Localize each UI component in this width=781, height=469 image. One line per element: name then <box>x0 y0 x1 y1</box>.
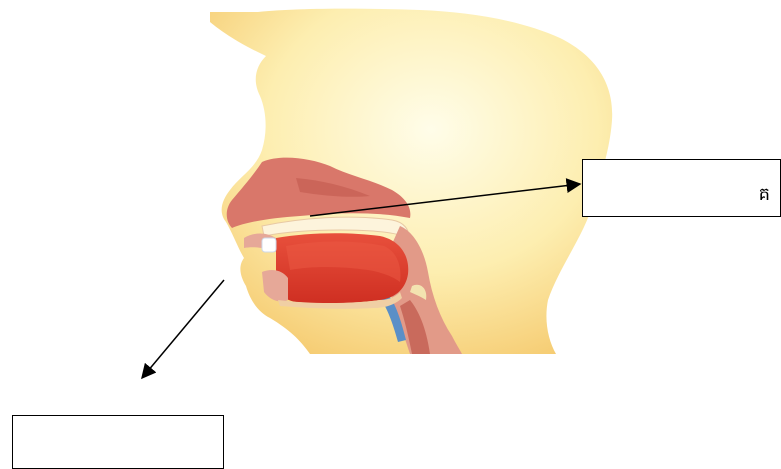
label-box-left[interactable] <box>12 415 224 469</box>
label-box-right[interactable]: គ <box>582 159 781 217</box>
label-box-right-text: គ <box>759 182 770 209</box>
upper-teeth <box>262 238 276 252</box>
arrow-to-left-box <box>142 280 224 378</box>
